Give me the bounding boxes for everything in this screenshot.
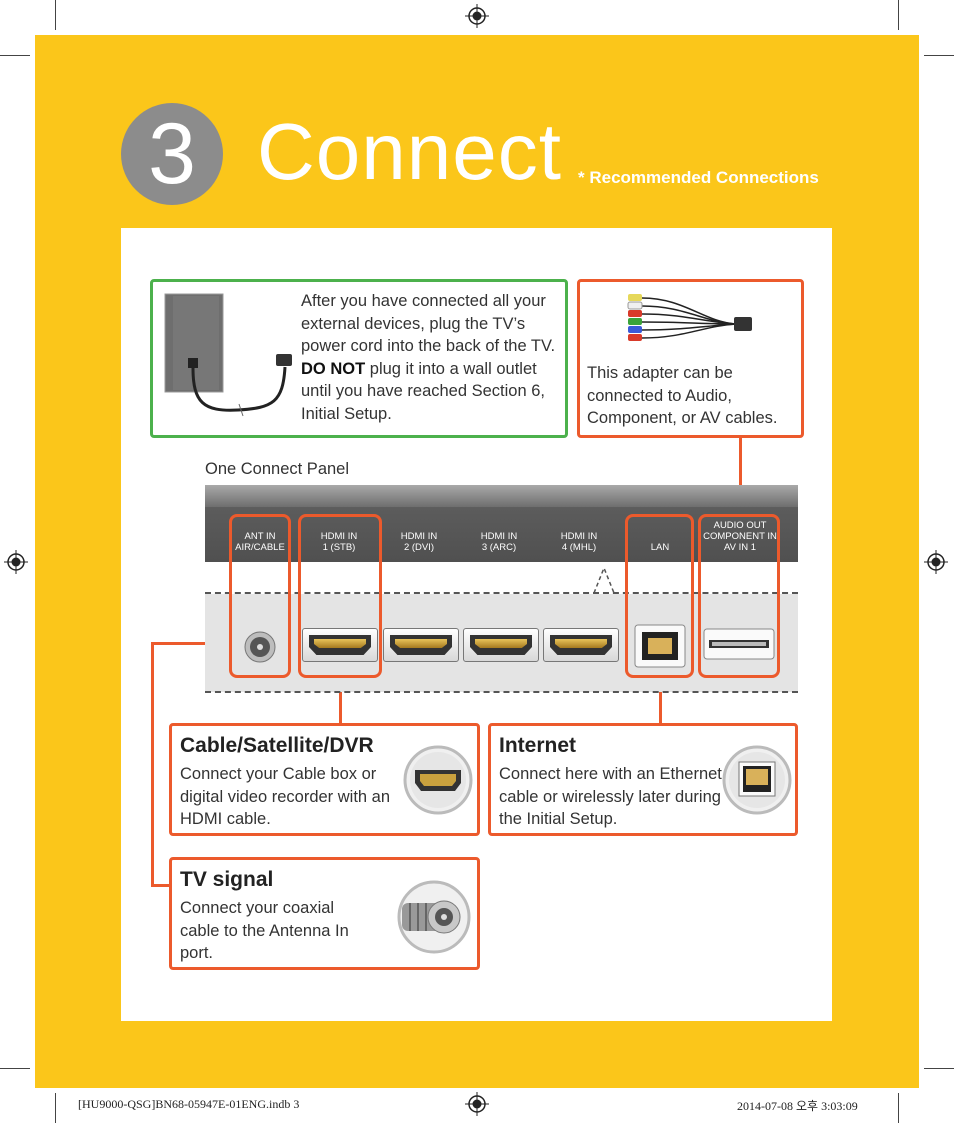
av-adapter-port-icon[interactable] <box>703 628 775 660</box>
power-cord-text: After you have connected all your extern… <box>301 290 563 425</box>
cable-satellite-box: Cable/Satellite/DVR Connect your Cable b… <box>169 723 480 836</box>
power-text-emphasis: DO NOT <box>301 359 366 378</box>
power-cord-illustration-icon <box>164 293 292 417</box>
cable-box-text: Connect your Cable box or digital video … <box>180 765 391 828</box>
connector-line <box>739 438 742 515</box>
dashed-pointer-icon <box>593 566 615 594</box>
registration-mark-icon <box>465 1092 489 1116</box>
tv-signal-title: TV signal <box>180 868 274 891</box>
connector-line <box>659 677 662 724</box>
highlight-audio-port <box>698 514 780 678</box>
hdmi-port-2[interactable] <box>383 628 459 662</box>
step-number-badge: 3 <box>121 103 223 205</box>
port-row-dash-top <box>205 592 798 594</box>
power-text-before: After you have connected all your extern… <box>301 292 556 355</box>
connector-line <box>151 884 171 887</box>
panel-top-edge <box>205 485 798 507</box>
port-label-lan: LAN <box>650 542 670 553</box>
registration-mark-icon <box>4 550 28 574</box>
footer-timestamp: 2014-07-08 오후 3:03:09 <box>737 1099 858 1113</box>
highlight-lan-port <box>625 514 694 678</box>
highlight-ant-port <box>229 514 291 678</box>
connector-line <box>339 677 342 724</box>
hdmi-port-1[interactable] <box>302 628 378 662</box>
power-text-after: plug it into a wall outlet until you hav… <box>301 359 545 423</box>
crop-mark <box>924 55 954 56</box>
crop-mark <box>0 1068 30 1069</box>
crop-mark <box>898 1093 899 1123</box>
panel-label: One Connect Panel <box>205 460 350 478</box>
page-subtitle: * Recommended Connections <box>578 168 819 187</box>
adapter-text: This adapter can be connected to Audio, … <box>587 364 778 427</box>
footer-file-info: [HU9000-QSG]BN68-05947E-01ENG.indb 3 <box>78 1097 300 1111</box>
registration-mark-icon <box>465 4 489 28</box>
highlight-hdmi1-port <box>298 514 382 678</box>
adapter-box: This adapter can be connected to Audio, … <box>577 279 804 438</box>
crop-mark <box>924 1068 954 1069</box>
tv-signal-box: TV signal Connect your coaxial cable to … <box>169 857 480 970</box>
hdmi-port-3[interactable] <box>463 628 539 662</box>
av-adapter-cable-icon <box>627 294 752 341</box>
cable-box-title: Cable/Satellite/DVR <box>180 734 374 757</box>
tv-signal-text: Connect your coaxial cable to the Antenn… <box>180 899 349 962</box>
power-cord-box: After you have connected all your extern… <box>150 279 568 438</box>
port-row-dash-bottom <box>205 691 798 693</box>
lan-port-icon[interactable] <box>634 624 686 668</box>
crop-mark <box>55 0 56 30</box>
connector-line <box>151 642 154 886</box>
registration-mark-icon <box>924 550 948 574</box>
internet-box-text: Connect here with an Ethernet cable or w… <box>499 765 722 828</box>
internet-box-title: Internet <box>499 734 577 757</box>
connector-line <box>151 642 231 645</box>
crop-mark <box>898 0 899 30</box>
hdmi-port-icon <box>403 745 473 815</box>
coaxial-port-icon[interactable] <box>243 630 277 664</box>
coaxial-connector-icon <box>397 880 471 954</box>
internet-box: Internet Connect here with an Ethernet c… <box>488 723 798 836</box>
ethernet-port-icon <box>722 745 792 815</box>
crop-mark <box>55 1093 56 1123</box>
crop-mark <box>0 55 30 56</box>
page-title: Connect <box>257 107 562 196</box>
hdmi-port-4[interactable] <box>543 628 619 662</box>
